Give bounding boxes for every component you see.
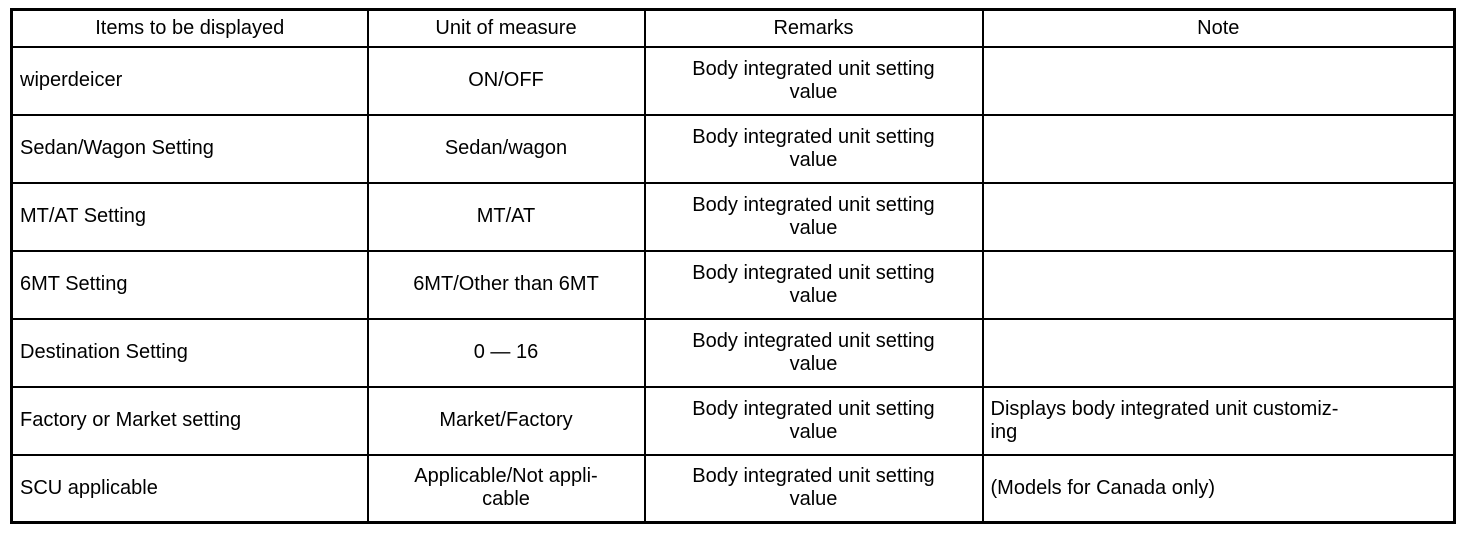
cell-unit: Market/Factory: [366, 385, 646, 456]
cell-unit: 6MT/Other than 6MT: [366, 249, 646, 320]
cell-item: Destination Setting: [10, 317, 369, 388]
cell-item: MT/AT Setting: [10, 181, 369, 252]
cell-remarks: Body integrated unit setting value: [643, 181, 984, 252]
cell-unit: ON/OFF: [366, 45, 646, 116]
items-displayed-table: Items to be displayed Unit of measure Re…: [10, 8, 1456, 524]
cell-remarks: Body integrated unit setting value: [643, 45, 984, 116]
cell-remarks: Body integrated unit setting value: [643, 249, 984, 320]
header-note: Note: [981, 8, 1456, 48]
cell-item: 6MT Setting: [10, 249, 369, 320]
cell-unit: Applicable/Not appli- cable: [366, 453, 646, 524]
cell-note: [981, 317, 1456, 388]
cell-remarks: Body integrated unit setting value: [643, 453, 984, 524]
cell-remarks: Body integrated unit setting value: [643, 385, 984, 456]
header-items-to-be-displayed: Items to be displayed: [10, 8, 369, 48]
cell-remarks: Body integrated unit setting value: [643, 317, 984, 388]
table-row: MT/AT Setting MT/AT Body integrated unit…: [10, 181, 1456, 252]
cell-item: Sedan/Wagon Setting: [10, 113, 369, 184]
header-unit-of-measure: Unit of measure: [366, 8, 646, 48]
cell-unit: Sedan/wagon: [366, 113, 646, 184]
cell-unit: 0 — 16: [366, 317, 646, 388]
cell-remarks: Body integrated unit setting value: [643, 113, 984, 184]
table-row: 6MT Setting 6MT/Other than 6MT Body inte…: [10, 249, 1456, 320]
header-remarks: Remarks: [643, 8, 984, 48]
cell-note: [981, 113, 1456, 184]
table-header-row: Items to be displayed Unit of measure Re…: [10, 8, 1456, 48]
table-row: wiperdeicer ON/OFF Body integrated unit …: [10, 45, 1456, 116]
cell-note: [981, 45, 1456, 116]
cell-note: Displays body integrated unit customiz- …: [981, 385, 1456, 456]
table-row: SCU applicable Applicable/Not appli- cab…: [10, 453, 1456, 524]
cell-note: [981, 249, 1456, 320]
cell-item: wiperdeicer: [10, 45, 369, 116]
cell-unit: MT/AT: [366, 181, 646, 252]
table-row: Destination Setting 0 — 16 Body integrat…: [10, 317, 1456, 388]
cell-item: SCU applicable: [10, 453, 369, 524]
cell-note: [981, 181, 1456, 252]
table-row: Sedan/Wagon Setting Sedan/wagon Body int…: [10, 113, 1456, 184]
cell-item: Factory or Market setting: [10, 385, 369, 456]
cell-note: (Models for Canada only): [981, 453, 1456, 524]
table-row: Factory or Market setting Market/Factory…: [10, 385, 1456, 456]
